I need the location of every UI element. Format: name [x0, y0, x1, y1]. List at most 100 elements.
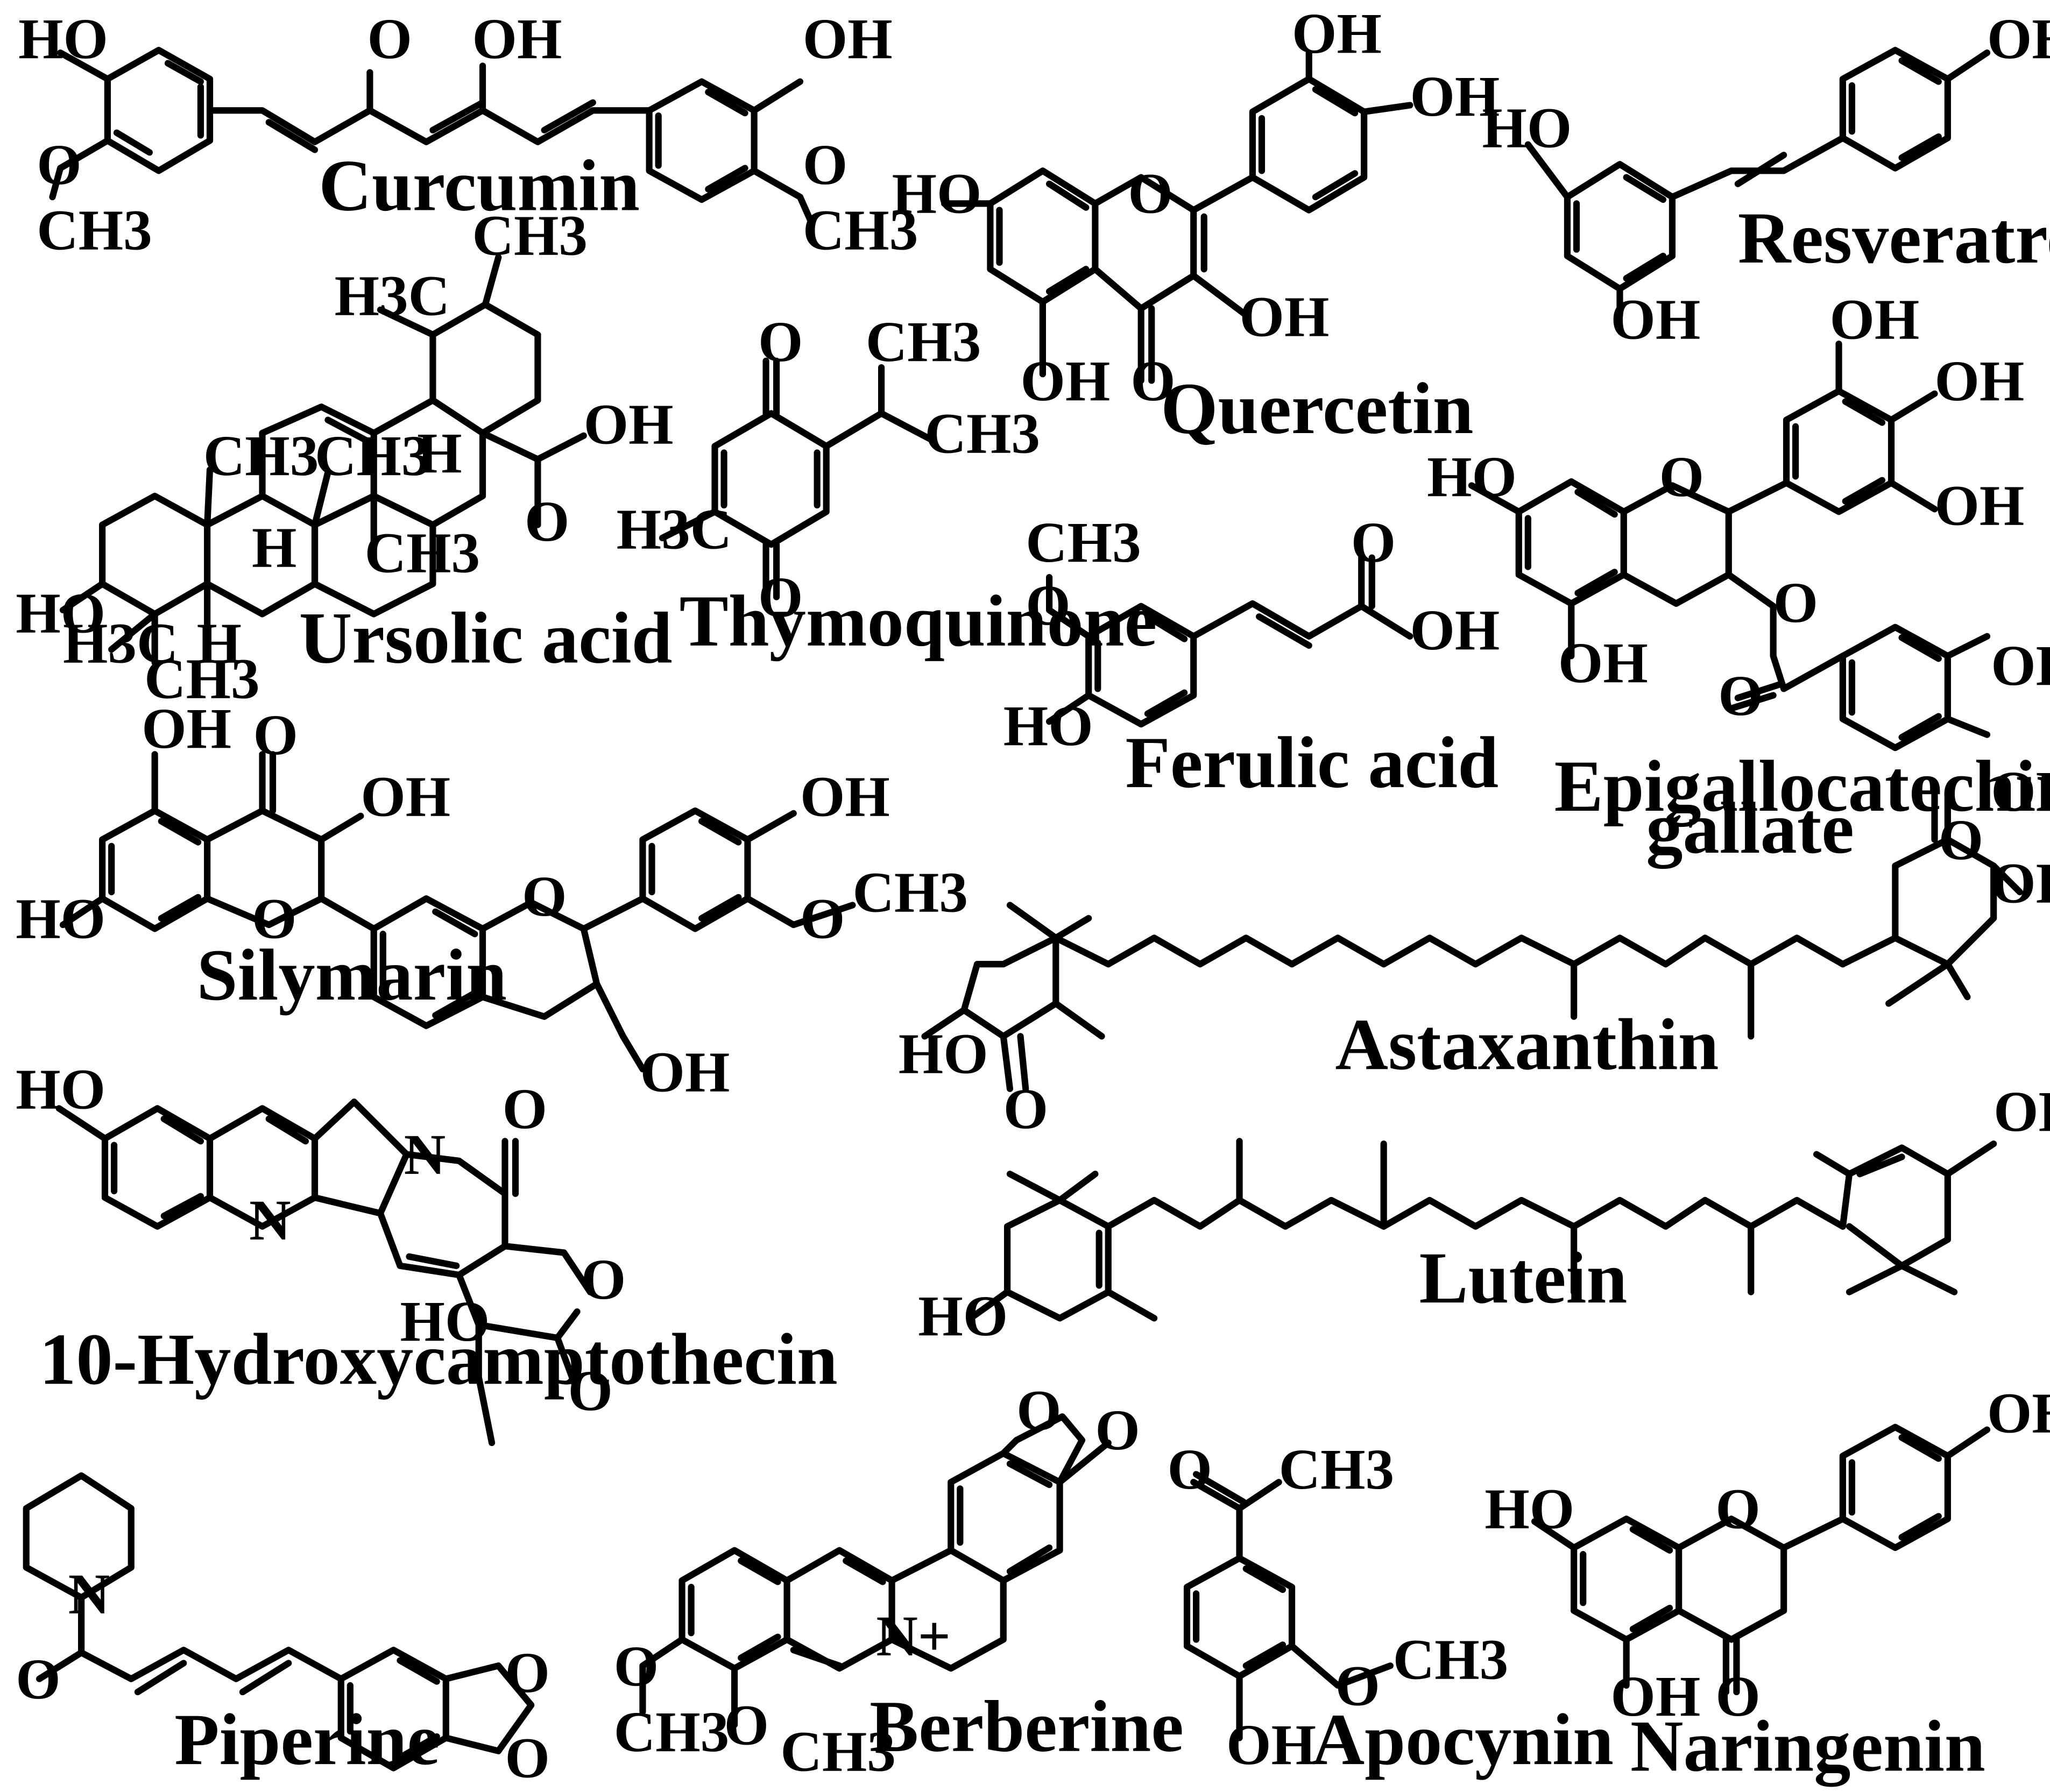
atom-label: CH3	[37, 199, 152, 263]
atom-label: O	[252, 887, 296, 951]
atom-label: OH	[360, 765, 450, 829]
atom-label: OH	[1991, 634, 2050, 698]
atom-label: O	[522, 865, 567, 929]
compound-ferulic-acid: CH3 O O OH HO Ferulic acid	[1003, 511, 1500, 803]
atom-label: H3C	[63, 612, 178, 676]
compound-egcg: OH OH OH HO O O OH O OH OH Epigallocatec…	[1427, 287, 2050, 869]
compound-quercetin: OH OH HO O OH OH O Quercetin	[892, 2, 1500, 449]
atom-label: O	[1715, 1477, 1760, 1541]
atom-label: HO	[1482, 96, 1572, 160]
atom-label: HO	[892, 161, 982, 225]
compound-name: Lutein	[1419, 1237, 1628, 1319]
atom-label: OH	[1994, 1080, 2050, 1144]
atom-label: O	[1718, 664, 1763, 728]
atom-label: O	[568, 1359, 612, 1423]
compound-name: 10-Hydroxycamptothecin	[39, 1318, 838, 1400]
compound-name: Thymoquinone	[680, 580, 1157, 662]
atom-label: O	[16, 1647, 60, 1711]
atom-label: N	[249, 1188, 291, 1252]
atom-label: CH3	[472, 203, 588, 267]
atom-label: O	[1167, 1437, 1212, 1501]
atom-label: O	[1128, 161, 1172, 225]
atom-label: CH3	[144, 647, 260, 711]
compound-thymoquinone: O CH3 CH3 H3C O Thymoquinone	[617, 310, 1157, 662]
atom-label: HO	[16, 1057, 105, 1121]
atom-label: H	[252, 516, 296, 580]
atom-label: O	[1939, 808, 1983, 872]
compound-apocynin: O CH3 O CH3 OH Apocynin	[1167, 1437, 1613, 1780]
atom-label: OH	[1991, 760, 2050, 824]
atom-label: OH	[1991, 852, 2050, 916]
atom-label: CH3	[852, 861, 968, 925]
atom-label: HO	[1427, 445, 1517, 509]
atom-label: OH	[1987, 1381, 2050, 1445]
atom-label: O	[1773, 571, 1818, 635]
atom-label: CH3	[315, 424, 430, 488]
compound-berberine: O O N+ O CH3 O CH3 Berberine	[614, 1379, 1184, 1784]
compound-name: Apocynin	[1312, 1698, 1614, 1780]
atom-label: O	[505, 1726, 549, 1789]
compound-astaxanthin: O OH HO O Astaxanthin	[899, 790, 2050, 1141]
atom-label: CH3	[1393, 1628, 1509, 1692]
atom-label: CH3	[1026, 511, 1141, 575]
atom-label: O	[367, 7, 412, 71]
atom-label: HO	[899, 1022, 988, 1086]
atom-label: O	[505, 1641, 549, 1705]
compound-name: Curcumin	[319, 145, 640, 226]
compound-silymarin: OH O OH OH HO O O O CH3 OH Silymarin	[16, 697, 968, 1104]
atom-label: OH	[1610, 287, 1700, 351]
atom-label: O	[614, 1634, 659, 1698]
atom-label: O	[724, 1694, 769, 1758]
atom-label: CH3	[803, 199, 918, 263]
atom-label: OH	[142, 697, 231, 761]
atom-label: O	[1016, 1379, 1061, 1443]
atom-label: OH	[584, 392, 674, 456]
compound-curcumin: HO O OH OH O CH3 O CH3 Curcumin	[18, 7, 918, 263]
atom-label: N	[404, 1123, 446, 1187]
atom-label: OH	[1934, 349, 2024, 413]
atom-label: O	[758, 310, 803, 374]
atom-label: OH	[1829, 287, 1919, 351]
atom-label: H3C	[335, 264, 450, 328]
atom-label: H3C	[617, 497, 732, 561]
compound-naringenin: OH HO O OH O Naringenin	[1485, 1381, 2050, 1787]
atom-label: O	[37, 133, 81, 197]
atom-label: H	[417, 421, 462, 485]
atom-label: CH3	[866, 310, 981, 374]
atom-label: O	[1659, 445, 1704, 509]
atom-label: O	[803, 133, 847, 197]
compound-name: Astaxanthin	[1335, 1003, 1719, 1085]
atom-label: O	[503, 1077, 547, 1141]
compound-name: Resveratrol	[1738, 197, 2050, 279]
atom-label: O	[1715, 1664, 1760, 1729]
compound-name: Ursolic acid	[299, 597, 673, 679]
atom-label: HO	[16, 581, 105, 645]
atom-label: HO	[18, 7, 108, 71]
atom-label: OH	[1987, 7, 2050, 71]
atom-label: O	[1130, 349, 1175, 413]
atom-label: O	[1335, 1654, 1380, 1718]
atom-label: CH3	[780, 1719, 896, 1783]
atom-label: OH	[472, 7, 562, 71]
atom-label: CH3	[203, 424, 319, 488]
atom-label: O	[1003, 1077, 1048, 1141]
compound-lutein: OH HO Lutein	[918, 1080, 2050, 1348]
atom-label: OH	[803, 7, 893, 71]
atom-label: OH	[640, 1040, 730, 1104]
compound-name: Silymarin	[197, 934, 507, 1016]
atom-label: O	[1026, 573, 1070, 638]
atom-label: OH	[1558, 631, 1648, 695]
compound-ursolic-acid: CH3 H3C OH O CH3 CH3 H H CH3 HO H3C CH3 …	[16, 203, 673, 711]
atom-label: O	[525, 490, 569, 554]
atom-label: H	[197, 612, 242, 676]
compound-name: Piperine	[174, 1698, 440, 1780]
compound-hydroxycamptothecin: HO N N O O HO O 10-Hydroxycamptothecin	[16, 1057, 838, 1447]
atom-label: OH	[800, 765, 890, 829]
atom-label: O	[581, 1248, 626, 1312]
atom-label: CH3	[925, 402, 1041, 466]
atom-label: OH	[1292, 2, 1382, 66]
compound-piperine: N O O O Piperine	[16, 1472, 550, 1790]
atom-label: OH	[1610, 1664, 1700, 1729]
